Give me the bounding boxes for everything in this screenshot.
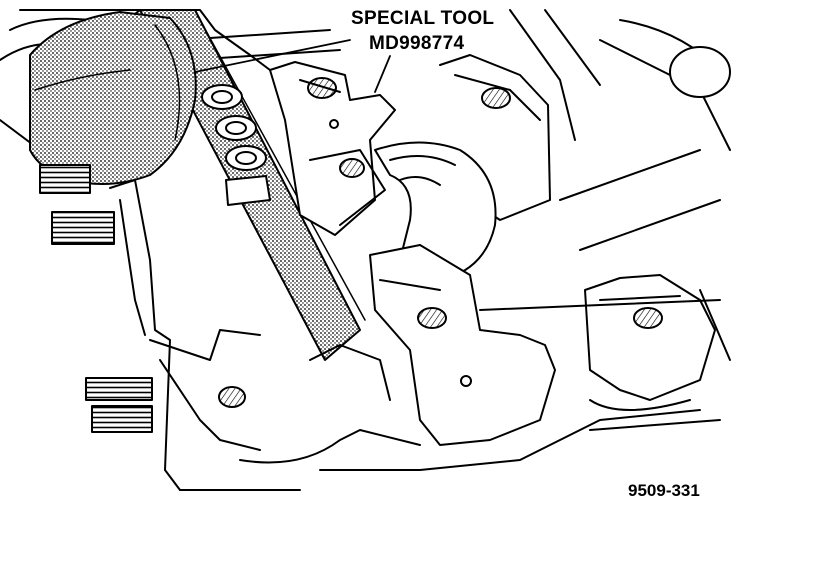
bearing-cap-upper-right [439, 54, 551, 221]
left-bracket [109, 179, 261, 491]
special-tool-handle [29, 11, 197, 185]
bearing-cap-middle [369, 244, 556, 446]
callout-leader-lines [194, 39, 391, 93]
stud-lower [85, 377, 153, 433]
stud-middle [51, 211, 115, 245]
lower-housing [179, 344, 721, 491]
callout-label-line2: MD998774 [366, 33, 468, 55]
bearing-cap-right [584, 274, 716, 411]
head-rails [479, 9, 731, 361]
valve-spring-stack [201, 84, 271, 206]
camshaft-journal [374, 141, 497, 281]
callout-label-line1: SPECIAL TOOL [348, 8, 498, 30]
figure-number: 9509-331 [628, 481, 700, 500]
bearing-cap-upper [269, 61, 396, 236]
stud-upper [39, 164, 91, 194]
